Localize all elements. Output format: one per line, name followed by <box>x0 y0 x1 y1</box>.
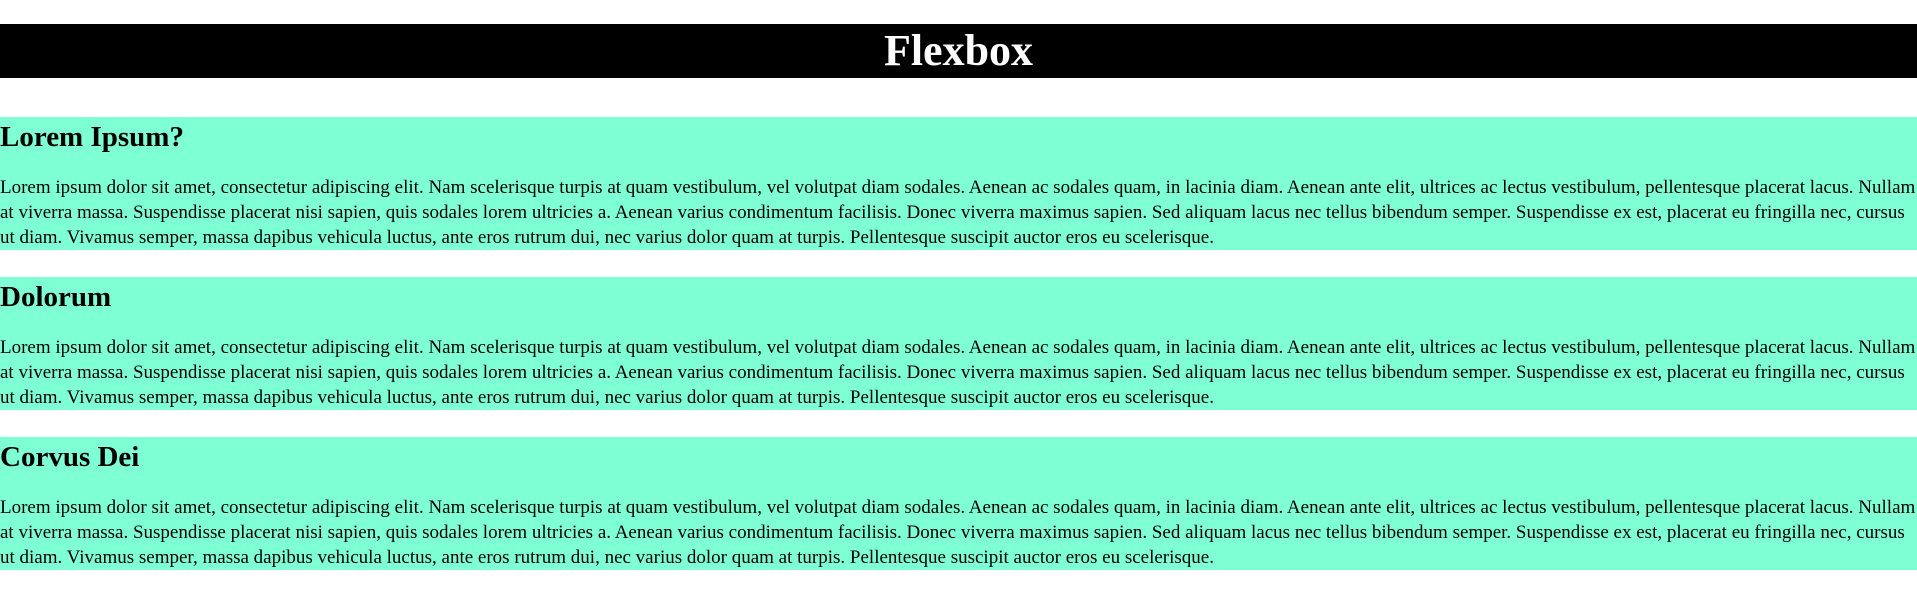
section-body: Lorem ipsum dolor sit amet, consectetur … <box>0 497 1916 568</box>
page-title: Flexbox <box>883 26 1034 75</box>
sections-container: Lorem Ipsum? Lorem ipsum dolor sit amet,… <box>0 117 1917 570</box>
section-title: Dolorum <box>0 281 112 313</box>
section-title: Corvus Dei <box>0 441 140 473</box>
site-header: Flexbox <box>0 24 1917 78</box>
section-title: Lorem Ipsum? <box>0 121 184 153</box>
section-body: Lorem ipsum dolor sit amet, consectetur … <box>0 337 1916 408</box>
section-corvus-dei: Corvus Dei Lorem ipsum dolor sit amet, c… <box>0 437 1917 570</box>
section-lorem-ipsum: Lorem Ipsum? Lorem ipsum dolor sit amet,… <box>0 117 1917 250</box>
section-body: Lorem ipsum dolor sit amet, consectetur … <box>0 177 1916 248</box>
section-dolorum: Dolorum Lorem ipsum dolor sit amet, cons… <box>0 277 1917 410</box>
